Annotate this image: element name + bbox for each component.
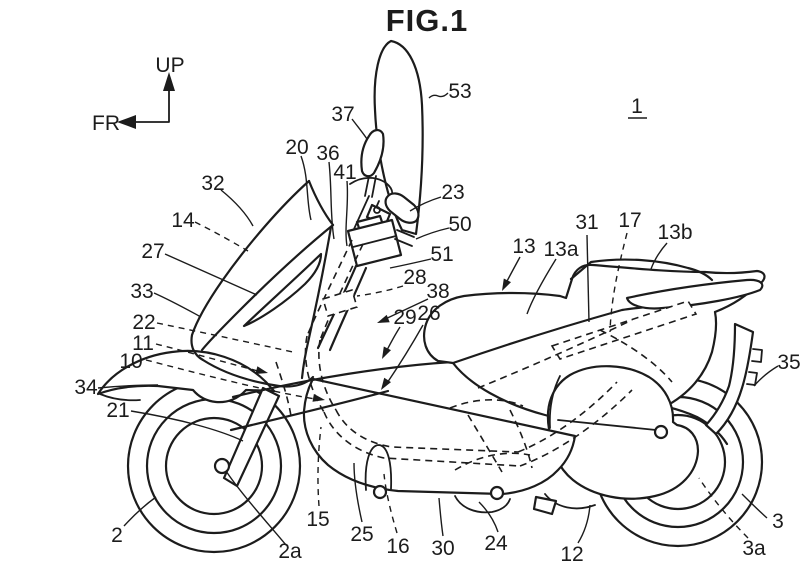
front-cowl [190, 179, 335, 388]
leader-arrowheads [255, 278, 511, 402]
front-arrow-icon [117, 115, 136, 129]
handle-grip [384, 192, 420, 224]
axis-lines [134, 89, 170, 123]
front-fender [96, 349, 276, 404]
ref-label-53: 53 [448, 80, 471, 103]
ref-label-22: 22 [132, 311, 155, 334]
mirror [360, 129, 385, 198]
ref-label-13a: 13a [543, 238, 578, 261]
ref-label-15: 15 [306, 508, 329, 531]
ref-label-41: 41 [333, 161, 356, 184]
ref-label-30: 30 [431, 537, 454, 560]
rear-fender [704, 322, 763, 436]
handlebar-holder [346, 218, 403, 268]
ref-label-17: 17 [618, 209, 641, 232]
ref-label-50: 50 [448, 213, 471, 236]
windscreen-stay [394, 229, 415, 247]
ref-label-35: 35 [777, 351, 800, 374]
ref-label-31: 31 [575, 211, 598, 234]
ref-label-21: 21 [106, 399, 129, 422]
up-arrow-icon [163, 72, 175, 91]
overall-reference-number: 1 [631, 95, 643, 118]
ref-label-38: 38 [426, 280, 449, 303]
handlebar-assembly [346, 176, 420, 268]
ref-label-14: 14 [171, 209, 195, 232]
ref-label-2: 2 [111, 524, 123, 547]
ref-label-37: 37 [331, 103, 354, 126]
hidden-frame-lines [275, 239, 698, 473]
ref-label-34: 34 [74, 376, 98, 399]
scooter-drawing [96, 39, 766, 554]
ref-label-3: 3 [772, 510, 784, 533]
side-stand [532, 495, 558, 516]
grab-rail [625, 278, 764, 310]
swingarm-pivot [653, 424, 669, 440]
up-axis-label: UP [155, 54, 184, 77]
floorboard [302, 377, 577, 514]
ref-label-11: 11 [132, 332, 154, 355]
orientation-indicator: UP FR [92, 54, 185, 135]
ref-label-3a: 3a [742, 537, 766, 560]
ref-label-26: 26 [417, 302, 440, 325]
figure-title: FIG.1 [386, 3, 469, 38]
ref-label-25: 25 [350, 523, 373, 546]
engine-unit [532, 365, 700, 516]
ref-label-13b: 13b [657, 221, 692, 244]
front-axle [213, 457, 231, 475]
ref-label-36: 36 [316, 142, 339, 165]
ref-label-33: 33 [130, 280, 153, 303]
ref-label-24: 24 [484, 532, 508, 555]
ref-label-29: 29 [393, 306, 416, 329]
ref-label-12: 12 [560, 543, 583, 564]
ref-label-13: 13 [512, 235, 535, 258]
ref-label-28: 28 [403, 266, 426, 289]
ref-label-2a: 2a [278, 540, 302, 563]
leader-lines [97, 92, 779, 546]
ref-label-20: 20 [285, 136, 308, 159]
ref-label-23: 23 [441, 181, 464, 204]
rear-top-cover [569, 258, 714, 282]
ref-label-51: 51 [430, 243, 453, 266]
ref-label-27: 27 [141, 240, 164, 263]
windscreen [373, 39, 424, 236]
ref-label-32: 32 [201, 172, 224, 195]
body-crease-lines [229, 360, 454, 432]
ref-label-16: 16 [386, 535, 409, 558]
ref-label-10: 10 [119, 350, 142, 373]
overall-reference: 1 [628, 95, 647, 119]
front-axis-label: FR [92, 112, 120, 135]
brake-lever [349, 176, 394, 196]
